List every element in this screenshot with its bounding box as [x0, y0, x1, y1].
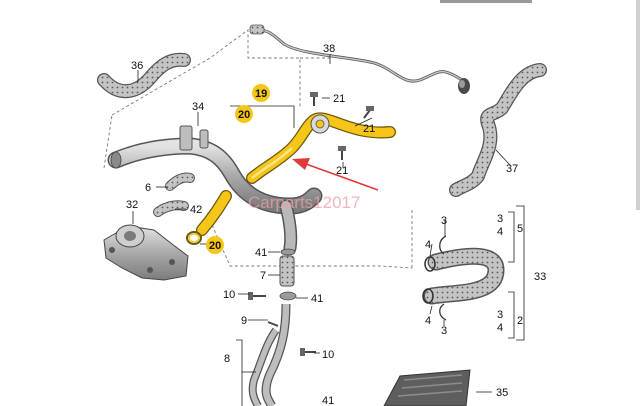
callout-4b: 4	[497, 226, 503, 238]
callout-21b: 21	[363, 123, 375, 135]
callout-3d: 3	[497, 309, 503, 321]
callout-21c: 21	[336, 165, 348, 177]
bolts	[248, 92, 374, 356]
callout-20a: 20	[238, 109, 250, 121]
callout-10a: 10	[223, 289, 235, 301]
callout-6: 6	[145, 182, 151, 194]
callout-36: 36	[131, 60, 143, 72]
callout-4e: 4	[497, 322, 503, 334]
part-38-bleed-line	[249, 24, 470, 94]
callout-7: 7	[260, 270, 266, 282]
leader-lines	[132, 54, 525, 406]
part-19-coolant-pipe	[246, 112, 396, 184]
callout-21a: 21	[333, 93, 345, 105]
callout-37: 37	[506, 163, 518, 175]
frame-edge-top	[440, 0, 532, 3]
part-33-u-hose	[422, 235, 505, 321]
callout-20b-badge	[206, 236, 224, 254]
part-32-housing	[103, 224, 189, 281]
callout-20a-badge	[235, 105, 253, 123]
callout-2: 2	[517, 315, 523, 327]
callout-35: 35	[496, 387, 508, 399]
part-35-oil-cooler	[383, 369, 471, 406]
callout-41a: 41	[255, 247, 267, 259]
callout-3a: 3	[441, 215, 447, 227]
callout-38: 38	[323, 43, 335, 55]
callout-41b: 41	[311, 293, 323, 305]
callout-20b: 20	[209, 240, 221, 252]
callout-5: 5	[517, 223, 523, 235]
pointer-arrow	[292, 158, 379, 191]
part-8-lower-pipe	[248, 303, 291, 406]
part-42-clamp	[153, 200, 189, 217]
callout-34: 34	[192, 101, 204, 113]
callout-10b: 10	[322, 349, 334, 361]
main-coolant-pipe	[107, 125, 323, 255]
callout-8: 8	[224, 353, 230, 365]
callout-32: 32	[126, 199, 138, 211]
part-20-pipe-stub	[186, 190, 232, 245]
callout-9: 9	[241, 315, 247, 327]
callout-3b: 3	[497, 213, 503, 225]
watermark: Carparts12017	[248, 193, 360, 212]
callout-33: 33	[534, 271, 546, 283]
callout-41c: 41	[322, 395, 334, 406]
frame-edge-right	[636, 0, 640, 210]
callouts: 36 38 34 19 20 21 21 21 37 6 42 32 20 41…	[126, 43, 546, 406]
part-36-hose	[97, 52, 191, 98]
callout-19-badge	[252, 84, 270, 102]
part-6-small-hose	[165, 172, 195, 191]
callout-3c: 3	[441, 325, 447, 337]
part-7-connector	[279, 248, 297, 301]
assembly-boundary	[103, 29, 413, 269]
callout-4a: 4	[425, 239, 431, 251]
callout-19: 19	[255, 88, 267, 100]
callout-4c: 4	[425, 315, 431, 327]
callout-42: 42	[190, 204, 202, 216]
part-37-hose	[449, 63, 547, 197]
